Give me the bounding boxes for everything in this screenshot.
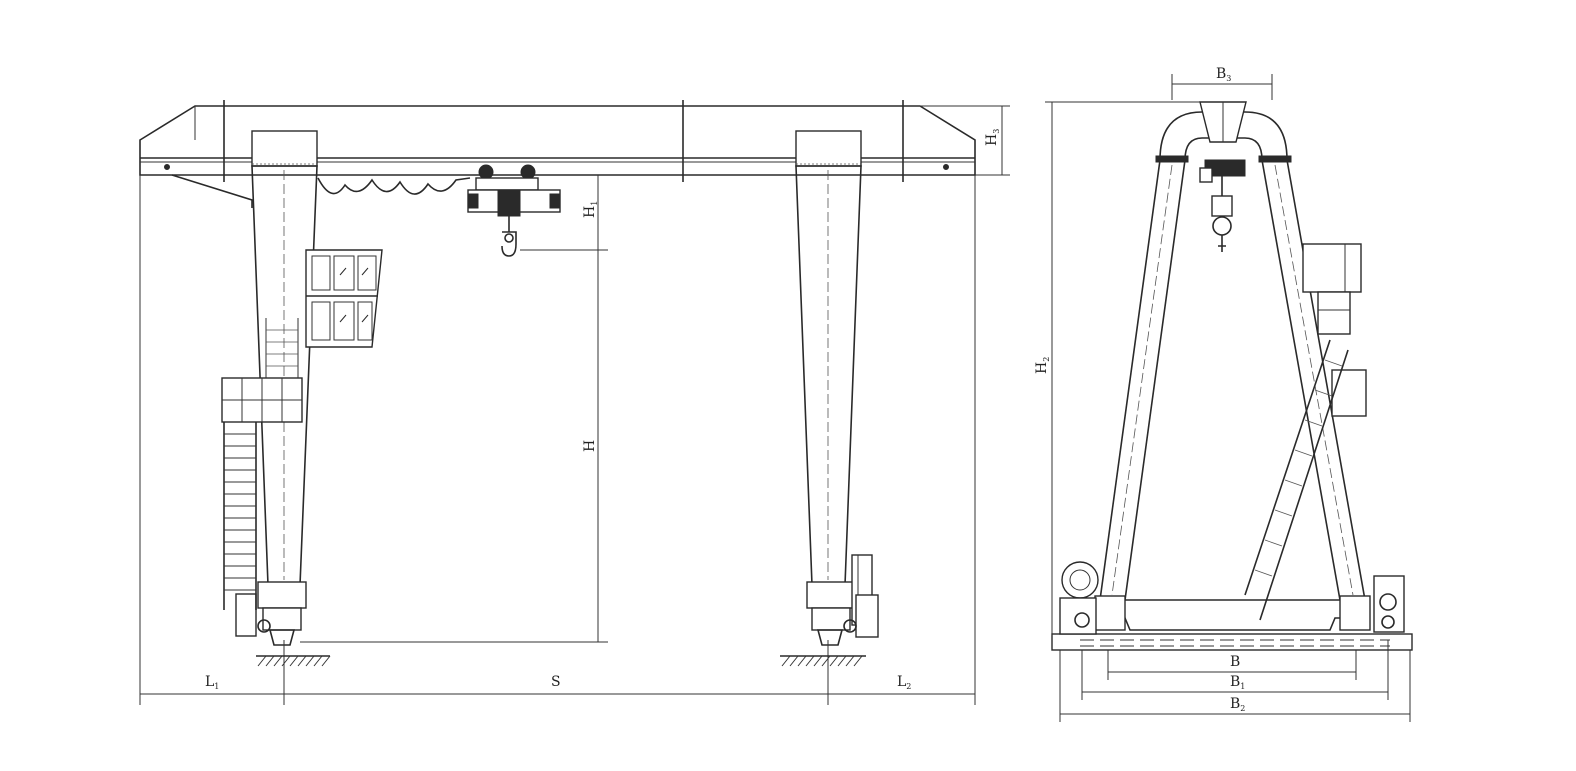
- side-stair: [1244, 339, 1349, 621]
- cable-festoon: [317, 177, 471, 195]
- dim-label-h2: H2: [1034, 357, 1051, 374]
- dim-label-l1: L1: [205, 674, 219, 691]
- dim-label-b3: B3: [1216, 66, 1231, 83]
- dim-label-b2: B2: [1230, 696, 1245, 713]
- front-view: [139, 100, 1010, 705]
- dim-label-s: S: [551, 674, 561, 690]
- side-dimensions: [1045, 74, 1411, 722]
- cab-side: [1302, 243, 1367, 417]
- hoist-trolley: [467, 164, 561, 257]
- a-frame: [1099, 101, 1366, 601]
- dim-label-h: H: [582, 440, 598, 452]
- operator-cab: [305, 249, 383, 348]
- dim-label-h3: H3: [984, 129, 1001, 146]
- side-view: [1045, 74, 1413, 722]
- left-leg: [235, 130, 331, 705]
- hoist-side: [1199, 159, 1246, 252]
- dim-label-b1: B1: [1230, 674, 1245, 691]
- right-leg: [780, 130, 879, 705]
- dim-label-b: B: [1230, 654, 1240, 670]
- side-base: [1051, 561, 1413, 651]
- access-ladder: [221, 318, 303, 610]
- dim-label-l2: L2: [897, 674, 911, 691]
- front-dimensions: [139, 105, 1010, 705]
- dim-label-h1: H1: [582, 201, 599, 218]
